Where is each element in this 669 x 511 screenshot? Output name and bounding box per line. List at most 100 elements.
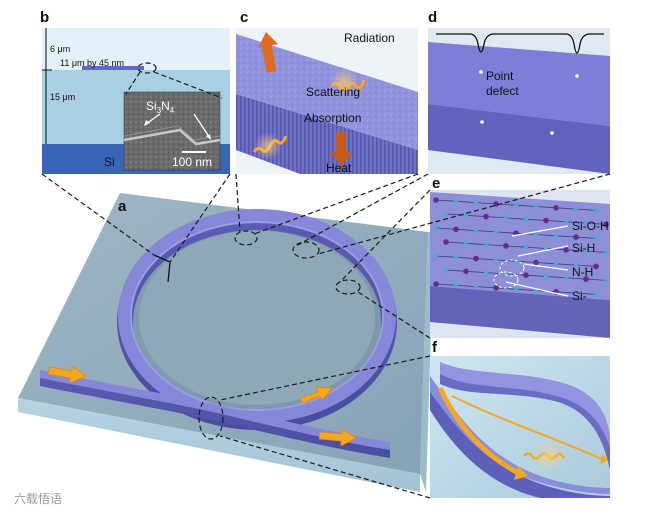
lattice-bond [545, 276, 567, 279]
lattice-bond [455, 256, 477, 259]
heat-label: Heat [326, 161, 352, 175]
lattice-atom [453, 199, 459, 204]
lattice-bond [435, 283, 457, 286]
lattice-atom [473, 255, 479, 262]
lattice-atom [583, 276, 589, 282]
lattice-bond [555, 207, 577, 210]
lattice-atom [593, 263, 599, 270]
lattice-atom [443, 211, 449, 217]
lattice-bond [455, 200, 477, 203]
lattice-bond [585, 222, 607, 225]
panel-b-label: b [40, 9, 49, 26]
lattice-bond [565, 249, 587, 252]
lattice-atom [573, 290, 579, 296]
ring-light-arrow [299, 386, 333, 404]
lattice-surface [430, 192, 610, 300]
lattice-bond [505, 217, 527, 220]
panel-a: a [18, 193, 434, 492]
absorption-label: Absorption [304, 111, 361, 125]
panel-e-label: e [432, 175, 440, 192]
zoom-circle-c [234, 230, 258, 246]
lattice-bond [445, 213, 467, 216]
lattice-atom [453, 226, 459, 233]
lattice-atom [483, 270, 489, 275]
bond-label-si-h: Si-H [572, 241, 595, 255]
bond-label-si-dangling: Si- [572, 289, 587, 303]
lattice-atom [543, 274, 549, 279]
lattice-atom [593, 208, 599, 213]
core-dimensions: 11 μm by 45 nm [60, 58, 124, 68]
panel-b: 6 μm 11 μm by 45 nm 15 μm Si Si3N4 100 n… [40, 9, 230, 174]
panel-a-label: a [118, 198, 127, 215]
watermark: 六载悟语 [14, 491, 62, 506]
bottom-cladding-thickness: 15 μm [50, 92, 75, 102]
lattice-atom [603, 250, 609, 255]
lattice-atom [503, 215, 509, 221]
point-defect-label-line1: Point [486, 69, 514, 83]
lattice-atom [553, 205, 559, 211]
lattice-bond [495, 231, 517, 234]
lattice-bond [555, 235, 577, 238]
lattice-bond [435, 255, 457, 258]
lattice-atom [583, 248, 589, 254]
lattice-bond [535, 206, 557, 209]
lattice-bond [505, 273, 527, 276]
lattice-bond [585, 250, 607, 253]
lattice-atom [603, 278, 609, 283]
lattice-bond [465, 242, 487, 245]
lattice-bond [475, 230, 497, 233]
zoom-circle-f [198, 396, 224, 440]
lattice-atom [493, 257, 499, 263]
bus-waveguide [40, 370, 390, 450]
lattice-atom [473, 284, 479, 289]
point-defect-marker [479, 70, 483, 74]
lattice-atom [473, 200, 479, 205]
lattice-atom [463, 268, 469, 275]
lattice-atom [523, 272, 529, 279]
lattice-atom [583, 220, 589, 226]
lattice-bond [475, 258, 497, 261]
lattice-atom [433, 225, 439, 231]
lattice-bond [575, 208, 597, 211]
lattice-bond [465, 270, 487, 273]
lattice-bond [525, 274, 547, 277]
lattice-atom [593, 236, 599, 241]
lattice-bond [445, 269, 467, 272]
bus-waveguide-side [40, 376, 390, 458]
lattice-bond [485, 272, 507, 275]
lattice-bond [475, 286, 497, 289]
lattice-bond [505, 245, 527, 248]
scale-bar-label: 100 nm [172, 155, 212, 169]
bond-highlight-2 [493, 271, 519, 289]
panel-e: Si-O-H Si-H N-H Si- e [430, 175, 610, 338]
lattice-bond [515, 288, 537, 291]
sem-zoom-circle [137, 62, 157, 74]
lattice-atom [533, 204, 539, 209]
waveguide-core [82, 66, 144, 70]
panel-f: f [430, 339, 610, 498]
lattice-atom [463, 241, 469, 246]
lattice-atom [433, 253, 439, 259]
lattice-bond [565, 221, 587, 224]
panel-c: Radiation Scattering Absorption Heat c [236, 9, 418, 175]
lattice-bond [545, 248, 567, 251]
lattice-bond [575, 236, 597, 239]
lattice-bond [585, 278, 607, 281]
waveguide-sidewall [236, 94, 418, 174]
lattice-atom [443, 239, 449, 245]
lattice-atom [453, 283, 459, 288]
lattice-atom [563, 275, 569, 280]
zoom-connectors [41, 173, 611, 499]
lattice-bond [555, 263, 577, 266]
zoom-circle-e [335, 279, 361, 295]
lattice-bond [445, 241, 467, 244]
lattice-atom [433, 197, 439, 203]
lattice-bond [525, 246, 547, 249]
lattice-bond [485, 244, 507, 247]
lattice-atom [553, 261, 559, 266]
lattice-bond [515, 260, 537, 263]
lattice-atom [473, 228, 479, 233]
coupled-light-arrow [437, 386, 522, 477]
lattice-atom [513, 203, 519, 208]
lattice-atom [573, 234, 579, 240]
